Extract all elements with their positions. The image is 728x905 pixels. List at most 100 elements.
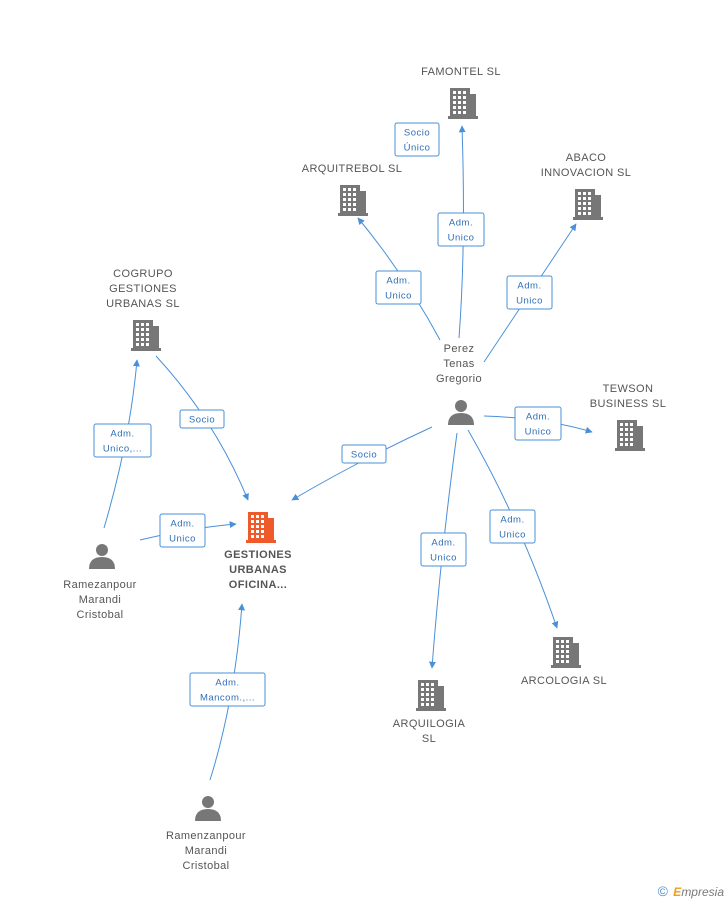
node-label: Marandi bbox=[79, 594, 122, 606]
node-label: ABACO bbox=[566, 152, 607, 164]
node-label: SL bbox=[422, 733, 436, 745]
edge-label[interactable]: Adm.Mancom.,... bbox=[189, 672, 266, 707]
edge-label[interactable]: Adm.Unico bbox=[159, 513, 206, 548]
building-window bbox=[578, 212, 581, 215]
edge-label-box bbox=[420, 532, 467, 567]
edge-label-text: Único bbox=[404, 143, 431, 154]
building-window bbox=[578, 192, 581, 195]
building-window bbox=[343, 198, 346, 201]
edge-label[interactable]: Socio bbox=[341, 444, 387, 464]
building-window bbox=[625, 433, 628, 436]
building-window bbox=[251, 525, 254, 528]
node-center[interactable]: GESTIONESURBANASOFICINA... bbox=[224, 512, 292, 591]
building-window bbox=[421, 683, 424, 686]
building-window bbox=[426, 693, 429, 696]
building-window bbox=[561, 645, 564, 648]
building-window bbox=[141, 333, 144, 336]
building-window bbox=[136, 323, 139, 326]
building-window bbox=[583, 202, 586, 205]
building-window bbox=[458, 106, 461, 109]
building-window bbox=[630, 443, 633, 446]
node-label: Cristobal bbox=[76, 609, 123, 621]
building-icon bbox=[131, 320, 161, 351]
edge-label[interactable]: Socio bbox=[179, 409, 225, 429]
edge-label-text: Unico bbox=[385, 291, 412, 302]
node-label: Perez bbox=[444, 343, 475, 355]
edge-label[interactable]: Adm.Unico bbox=[489, 509, 536, 544]
person-head bbox=[202, 796, 214, 808]
building-window bbox=[566, 650, 569, 653]
building-window bbox=[146, 328, 149, 331]
building-window bbox=[348, 203, 351, 206]
node-arcologia[interactable]: ARCOLOGIA SL bbox=[521, 637, 607, 687]
building-base bbox=[338, 213, 368, 216]
building-window bbox=[343, 193, 346, 196]
node-arquitrebol[interactable]: ARQUITREBOL SL bbox=[302, 163, 403, 216]
building-window bbox=[421, 698, 424, 701]
building-annex bbox=[436, 686, 444, 710]
edge-label[interactable]: Adm.Unico bbox=[506, 275, 553, 310]
edge-label[interactable]: Adm.Unico bbox=[514, 406, 562, 441]
building-window bbox=[141, 328, 144, 331]
edge-ramez1-to-center: Adm.Unico bbox=[139, 513, 237, 548]
edge-label[interactable]: Adm.Unico bbox=[375, 270, 422, 305]
edge-perez-to-center: Socio bbox=[291, 426, 433, 501]
edge-label-text: Unico bbox=[525, 427, 552, 438]
edge-label-box bbox=[341, 444, 387, 464]
edge-label-box bbox=[394, 122, 440, 157]
building-base bbox=[615, 448, 645, 451]
building-window bbox=[146, 333, 149, 336]
building-window bbox=[588, 212, 591, 215]
building-window bbox=[353, 193, 356, 196]
edge-label-text: Unico,... bbox=[103, 444, 142, 455]
building-window bbox=[588, 192, 591, 195]
edge-label[interactable]: Adm.Unico,... bbox=[93, 423, 152, 458]
building-annex bbox=[571, 643, 579, 667]
node-label: FAMONTEL SL bbox=[421, 66, 501, 78]
building-window bbox=[348, 193, 351, 196]
edge-label-box bbox=[375, 270, 422, 305]
building-window bbox=[556, 650, 559, 653]
building-window bbox=[256, 525, 259, 528]
building-window bbox=[630, 428, 633, 431]
building-icon bbox=[416, 680, 446, 711]
building-window bbox=[630, 438, 633, 441]
building-window bbox=[426, 688, 429, 691]
building-window bbox=[431, 703, 434, 706]
edge-label[interactable]: Adm.Unico bbox=[437, 212, 485, 247]
building-annex bbox=[635, 426, 643, 450]
building-window bbox=[453, 106, 456, 109]
building-window bbox=[431, 693, 434, 696]
building-base bbox=[573, 217, 603, 220]
building-annex bbox=[468, 94, 476, 118]
building-window bbox=[463, 101, 466, 104]
node-famontel[interactable]: FAMONTEL SL bbox=[421, 66, 501, 119]
building-annex bbox=[358, 191, 366, 215]
edge-label-text: Adm. bbox=[170, 519, 194, 530]
building-window bbox=[353, 208, 356, 211]
building-window bbox=[421, 703, 424, 706]
building-icon bbox=[448, 88, 478, 119]
building-window bbox=[353, 188, 356, 191]
node-label: OFICINA... bbox=[229, 579, 287, 591]
person-head bbox=[455, 400, 467, 412]
edge-label-box bbox=[93, 423, 152, 458]
building-window bbox=[556, 645, 559, 648]
edge-ramez2-to-center: Adm.Mancom.,... bbox=[189, 603, 266, 781]
edge-label[interactable]: Adm.Unico bbox=[420, 532, 467, 567]
building-window bbox=[463, 106, 466, 109]
building-window bbox=[251, 515, 254, 518]
building-window bbox=[261, 515, 264, 518]
edge-label-text: Unico bbox=[499, 530, 526, 541]
person-body bbox=[448, 413, 474, 425]
edge-label-text: Adm. bbox=[517, 281, 541, 292]
building-icon bbox=[615, 420, 645, 451]
